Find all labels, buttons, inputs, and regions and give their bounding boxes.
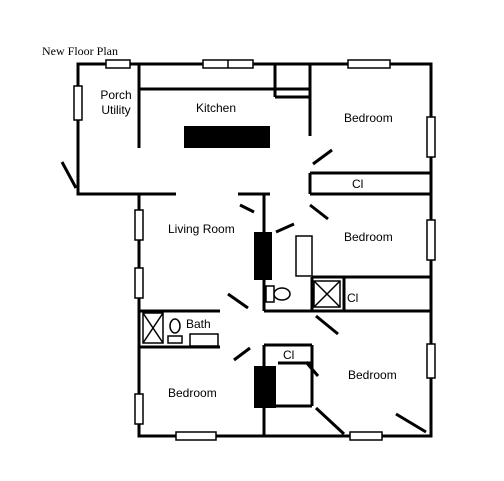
door — [60, 161, 78, 189]
window — [105, 59, 131, 69]
room-label-closet-lower: Cl — [283, 348, 295, 362]
window — [426, 116, 436, 158]
room-label-closet-upper: Cl — [352, 177, 364, 191]
windows — [73, 59, 436, 441]
window — [134, 393, 144, 425]
wall-unit — [254, 366, 276, 408]
plan-title: New Floor Plan — [42, 44, 118, 58]
window — [134, 209, 144, 241]
door — [227, 292, 249, 310]
window — [175, 431, 217, 441]
interior-walls — [137, 64, 431, 436]
door — [315, 314, 339, 336]
toilet-tank — [167, 335, 183, 344]
door — [233, 346, 251, 362]
room-label-bath: Bath — [186, 317, 211, 331]
sink — [189, 333, 219, 347]
fireplace — [254, 232, 272, 280]
toilet-bowl — [273, 287, 291, 301]
door — [309, 203, 329, 221]
door — [312, 148, 333, 166]
door — [304, 361, 320, 377]
door — [314, 406, 346, 436]
room-label-bedroom-bottom-left: Bedroom — [168, 386, 217, 400]
fixtures — [142, 126, 341, 408]
cabinet — [295, 235, 313, 277]
room-label-porch: Porch — [100, 88, 132, 102]
door — [239, 203, 255, 214]
room-label-bedroom-top-right: Bedroom — [344, 111, 393, 125]
window — [347, 59, 391, 69]
door — [395, 412, 427, 434]
room-label-bedroom-bottom-right: Bedroom — [348, 368, 397, 382]
room-label-closet-middle: Cl — [347, 291, 359, 305]
toilet-tank — [265, 285, 275, 303]
toilet-bowl — [169, 318, 181, 334]
window — [426, 219, 436, 261]
room-label-bedroom-middle-right: Bedroom — [344, 230, 393, 244]
window — [73, 85, 83, 121]
kitchen-counter — [184, 126, 270, 148]
room-label-kitchen: Kitchen — [196, 101, 237, 115]
door-swings — [60, 148, 427, 436]
window — [426, 343, 436, 379]
window — [349, 431, 383, 441]
door — [275, 222, 295, 234]
window — [134, 267, 144, 299]
room-label-utility: Utility — [101, 103, 131, 117]
room-label-living-room: Living Room — [168, 222, 235, 236]
